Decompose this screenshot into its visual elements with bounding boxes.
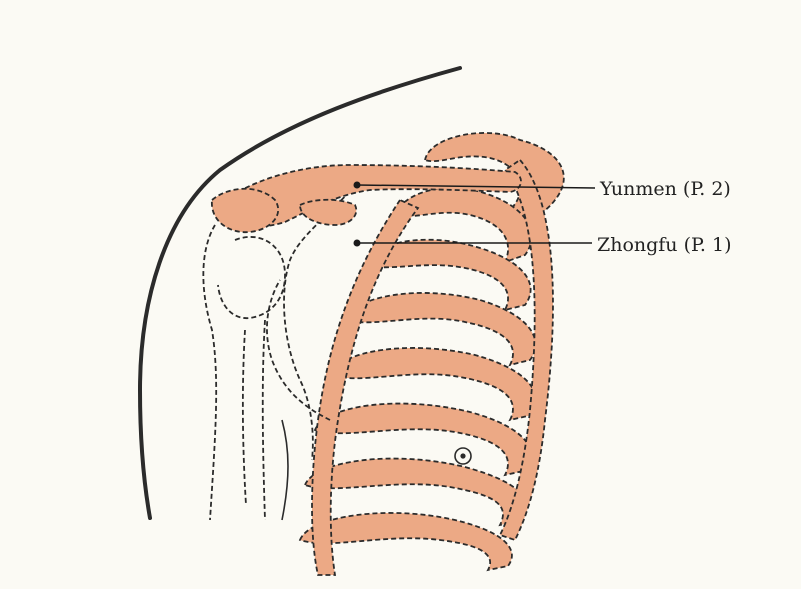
humerus-outline xyxy=(263,320,265,520)
humerus-line xyxy=(282,420,288,520)
scapula-outline xyxy=(267,280,330,420)
circled-dot-icon xyxy=(455,448,471,464)
point-yunmen-label: Yunmen (P. 2) xyxy=(599,178,731,200)
coracoid xyxy=(300,200,356,225)
rib-cage xyxy=(300,133,564,575)
humerus-outline xyxy=(203,225,216,520)
point-zhongfu-label: Zhongfu (P. 1) xyxy=(597,234,732,256)
humerus-outline xyxy=(218,237,285,318)
humerus-outline xyxy=(243,330,246,505)
acromion xyxy=(212,189,278,232)
